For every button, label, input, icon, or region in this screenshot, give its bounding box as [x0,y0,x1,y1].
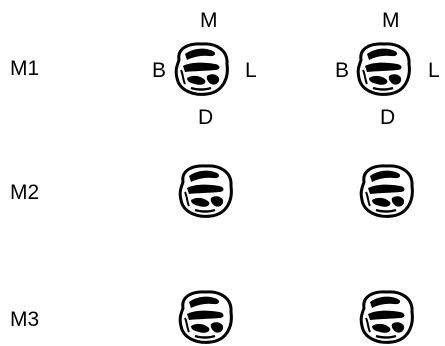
m2-right-tooth-image [356,162,418,220]
m2-left-tooth-image [175,162,237,220]
row-label-m1: M1 [10,58,39,79]
left-tooth-mesial-label: M [200,10,218,31]
m3-left-tooth-image [175,288,237,346]
right-tooth-mesial-label: M [382,10,400,31]
row-label-m3: M3 [10,309,39,330]
left-tooth-distal-label: D [198,107,213,128]
left-tooth-buccal-label: B [152,60,166,81]
row-label-m2: M2 [10,182,39,203]
m1-left-tooth-image [171,40,233,98]
m1-right-tooth-image [353,40,415,98]
right-tooth-buccal-label: B [335,60,349,81]
left-tooth-lingual-label: L [245,60,257,81]
m3-right-tooth-image [356,288,418,346]
right-tooth-lingual-label: L [428,60,440,81]
right-tooth-distal-label: D [380,107,395,128]
